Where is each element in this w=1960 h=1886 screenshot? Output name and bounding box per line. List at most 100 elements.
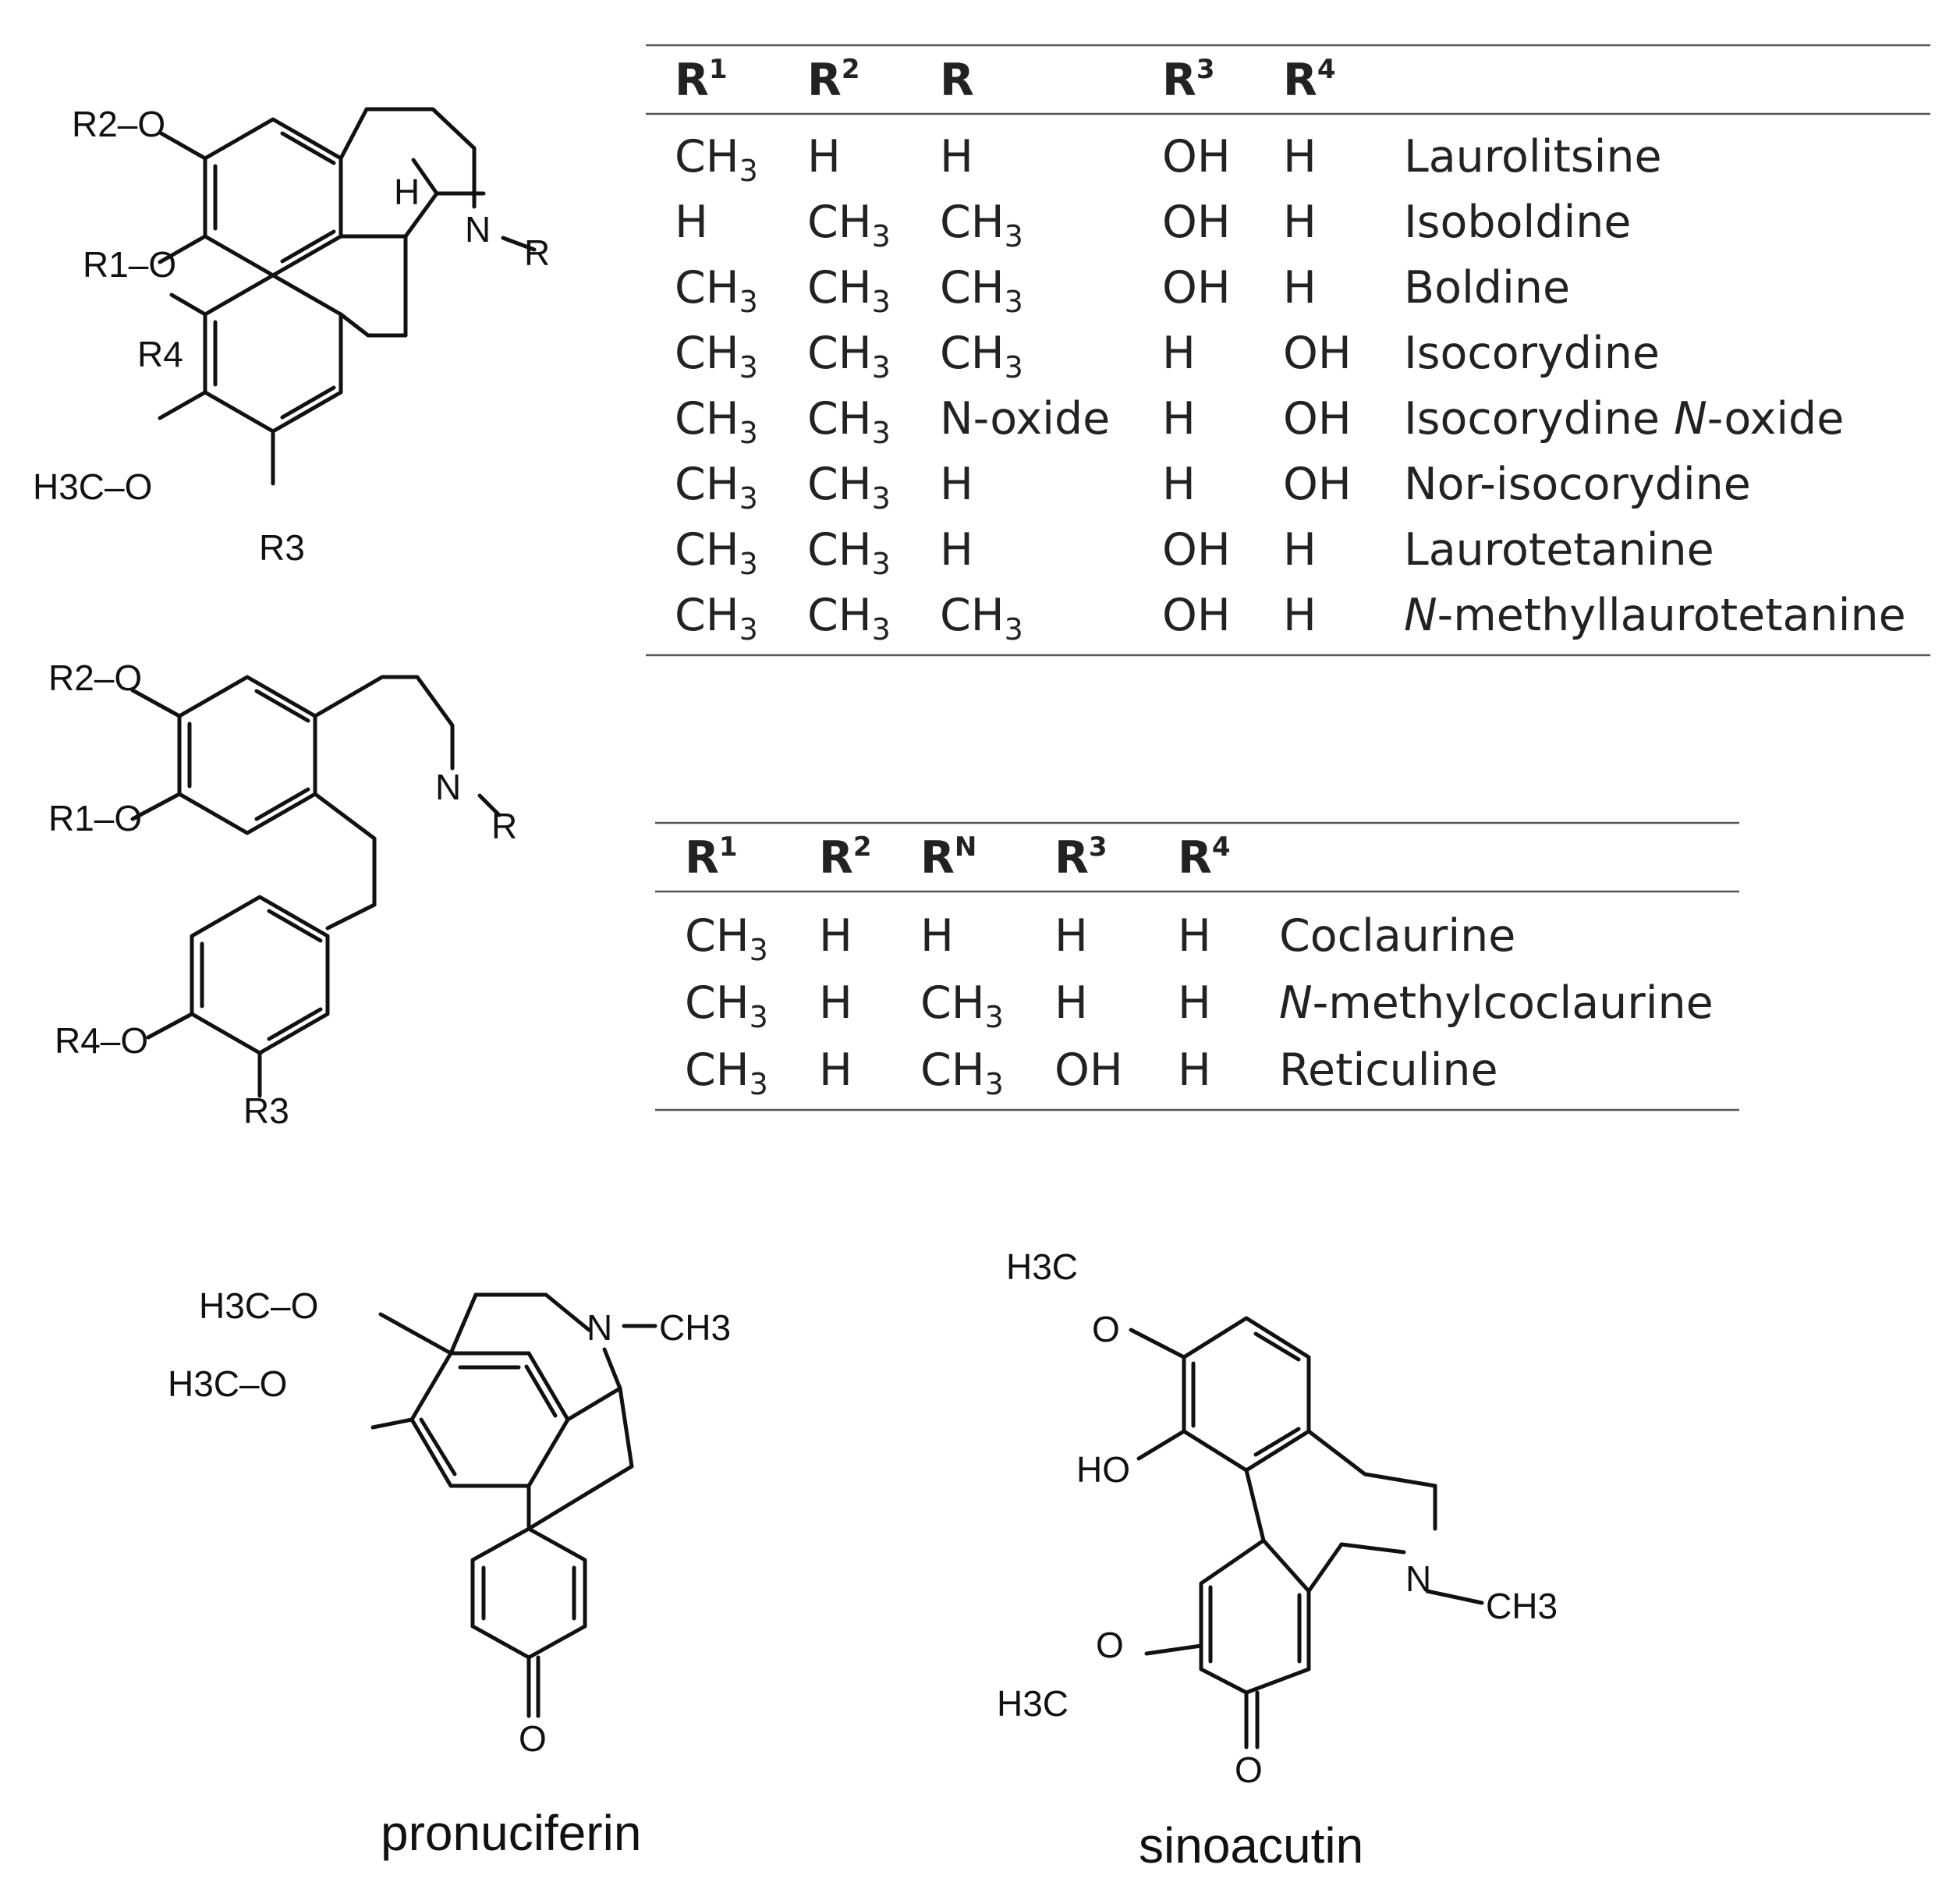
pronuciferin-o-label: O bbox=[519, 1718, 547, 1759]
table-cell: H bbox=[1162, 393, 1196, 445]
table-cell: H bbox=[675, 197, 708, 248]
aporphine-h-label: H bbox=[394, 172, 420, 212]
aporphine-r2o-label: R2–O bbox=[72, 104, 165, 144]
table-cell: OH bbox=[1162, 197, 1231, 248]
compound-name: Isocorydine bbox=[1404, 328, 1660, 379]
table-cell: CH3 bbox=[807, 197, 891, 253]
compound-name: Nor-isocorydine bbox=[1404, 459, 1751, 510]
table-cell: CH3 bbox=[675, 262, 758, 319]
compound-name: Laurotetanine bbox=[1404, 524, 1714, 576]
header-cell-3: R3 bbox=[1162, 54, 1215, 106]
table-cell: N-oxide bbox=[940, 393, 1110, 445]
sinoacutin-n-label: N bbox=[1405, 1558, 1431, 1599]
table-cell: CH3 bbox=[675, 328, 758, 385]
header-cell-1: R2 bbox=[819, 831, 872, 884]
compound-name: Coclaurine bbox=[1279, 910, 1515, 962]
table-cell: OH bbox=[1283, 393, 1352, 445]
aporphine-n-label: N bbox=[465, 209, 491, 250]
table-cell: H bbox=[1283, 197, 1317, 248]
pronuciferin-caption: pronuciferin bbox=[381, 1805, 641, 1861]
header-cell-3: R3 bbox=[1054, 831, 1108, 884]
table-cell: CH3 bbox=[685, 910, 768, 967]
benzyl-r1o-label: R1–O bbox=[48, 798, 142, 838]
table-cell: OH bbox=[1283, 328, 1352, 379]
sinoacutin-labels: H3C O HO N CH3 O H3C O bbox=[997, 1246, 1558, 1790]
sinoacutin-o-mid-label: O bbox=[1096, 1625, 1124, 1665]
compound-name: Boldine bbox=[1404, 262, 1570, 314]
compound-name: Reticuline bbox=[1279, 1044, 1498, 1096]
header-cell-1: R2 bbox=[807, 54, 860, 106]
benzyl-n-label: N bbox=[435, 767, 461, 807]
compound-name: Isoboldine bbox=[1404, 197, 1632, 248]
table-cell: CH3 bbox=[920, 977, 1004, 1034]
table-cell: H bbox=[819, 977, 852, 1029]
table-cell: H bbox=[819, 910, 852, 962]
table-cell: CH3 bbox=[675, 393, 758, 450]
benzylisoquinoline-structure bbox=[130, 675, 502, 1098]
table-cell: H bbox=[1162, 328, 1196, 379]
aporphine-r1o-label: R1–O bbox=[83, 244, 176, 285]
table-cell: CH3 bbox=[940, 328, 1023, 385]
table-cell: H bbox=[1283, 131, 1317, 183]
table-cell: CH3 bbox=[940, 197, 1023, 253]
table-cell: CH3 bbox=[807, 524, 891, 581]
aporphine-h3co-label: H3C–O bbox=[33, 466, 152, 507]
table-cell: CH3 bbox=[807, 393, 891, 450]
table-cell: CH3 bbox=[675, 131, 758, 188]
sinoacutin-ch3-label: CH3 bbox=[1486, 1586, 1558, 1626]
pronuciferin-n-label: N bbox=[587, 1307, 612, 1348]
table-cell: CH3 bbox=[685, 977, 768, 1034]
aporphine-r-label: R bbox=[524, 232, 550, 273]
table-cell: CH3 bbox=[807, 590, 891, 647]
table-cell: H bbox=[940, 131, 973, 183]
table-cell: H bbox=[1054, 977, 1088, 1029]
table-cell: CH3 bbox=[675, 459, 758, 516]
header-cell-2: R bbox=[940, 55, 974, 106]
compound-name: Isocorydine N-oxide bbox=[1404, 393, 1844, 445]
aporphine-labels: R2–O R1–O R4 H3C–O R3 H N R bbox=[33, 104, 550, 568]
sinoacutin-ho-label: HO bbox=[1076, 1449, 1130, 1490]
table-cell: H bbox=[1283, 524, 1317, 576]
table-cell: CH3 bbox=[685, 1044, 768, 1101]
table-cell: CH3 bbox=[920, 1044, 1004, 1101]
table-cell: H bbox=[1178, 1044, 1211, 1096]
aporphine-r4-label: R4 bbox=[137, 334, 183, 374]
table-cell: H bbox=[1178, 910, 1211, 962]
table-cell: H bbox=[1283, 590, 1317, 641]
table-cell: H bbox=[807, 131, 841, 183]
compound-name: N-methylcoclaurine bbox=[1279, 977, 1714, 1029]
benzylisoquinoline-labels: R2–O R1–O N R R4–O R3 bbox=[48, 658, 517, 1131]
table-cell: H bbox=[1283, 262, 1317, 314]
sinoacutin-h3c-top-label: H3C bbox=[1006, 1246, 1078, 1287]
table-cell: CH3 bbox=[940, 590, 1023, 647]
table-row: H CH3 CH3 OH H Isoboldine bbox=[675, 197, 1632, 253]
table-cell: H bbox=[1178, 977, 1211, 1029]
table-cell: CH3 bbox=[807, 262, 891, 319]
benzyl-r-label: R bbox=[491, 806, 517, 846]
pronuciferin-ch3-label: CH3 bbox=[659, 1307, 731, 1348]
aporphine-structure bbox=[158, 107, 537, 486]
sinoacutin-h3c-bottom-label: H3C bbox=[997, 1683, 1069, 1724]
table-cell: OH bbox=[1283, 459, 1352, 510]
sinoacutin-caption: sinoacutin bbox=[1139, 1817, 1363, 1874]
benzyl-r2o-label: R2–O bbox=[48, 658, 142, 698]
benzyl-r3-label: R3 bbox=[243, 1090, 289, 1131]
aporphine-r3-label: R3 bbox=[259, 527, 305, 568]
header-cell-4: R4 bbox=[1283, 54, 1336, 106]
sinoacutin-o-top-label: O bbox=[1092, 1309, 1120, 1349]
table-row: CH3 CH3 CH3 H OH Isocorydine bbox=[675, 328, 1660, 385]
table-cell: OH bbox=[1162, 131, 1231, 183]
pronuciferin-h3co-upper-label: H3C–O bbox=[199, 1285, 318, 1326]
compound-name: N-methyllaurotetanine bbox=[1404, 590, 1906, 641]
sinoacutin-o-keto-label: O bbox=[1235, 1750, 1263, 1790]
table-cell: CH3 bbox=[807, 328, 891, 385]
